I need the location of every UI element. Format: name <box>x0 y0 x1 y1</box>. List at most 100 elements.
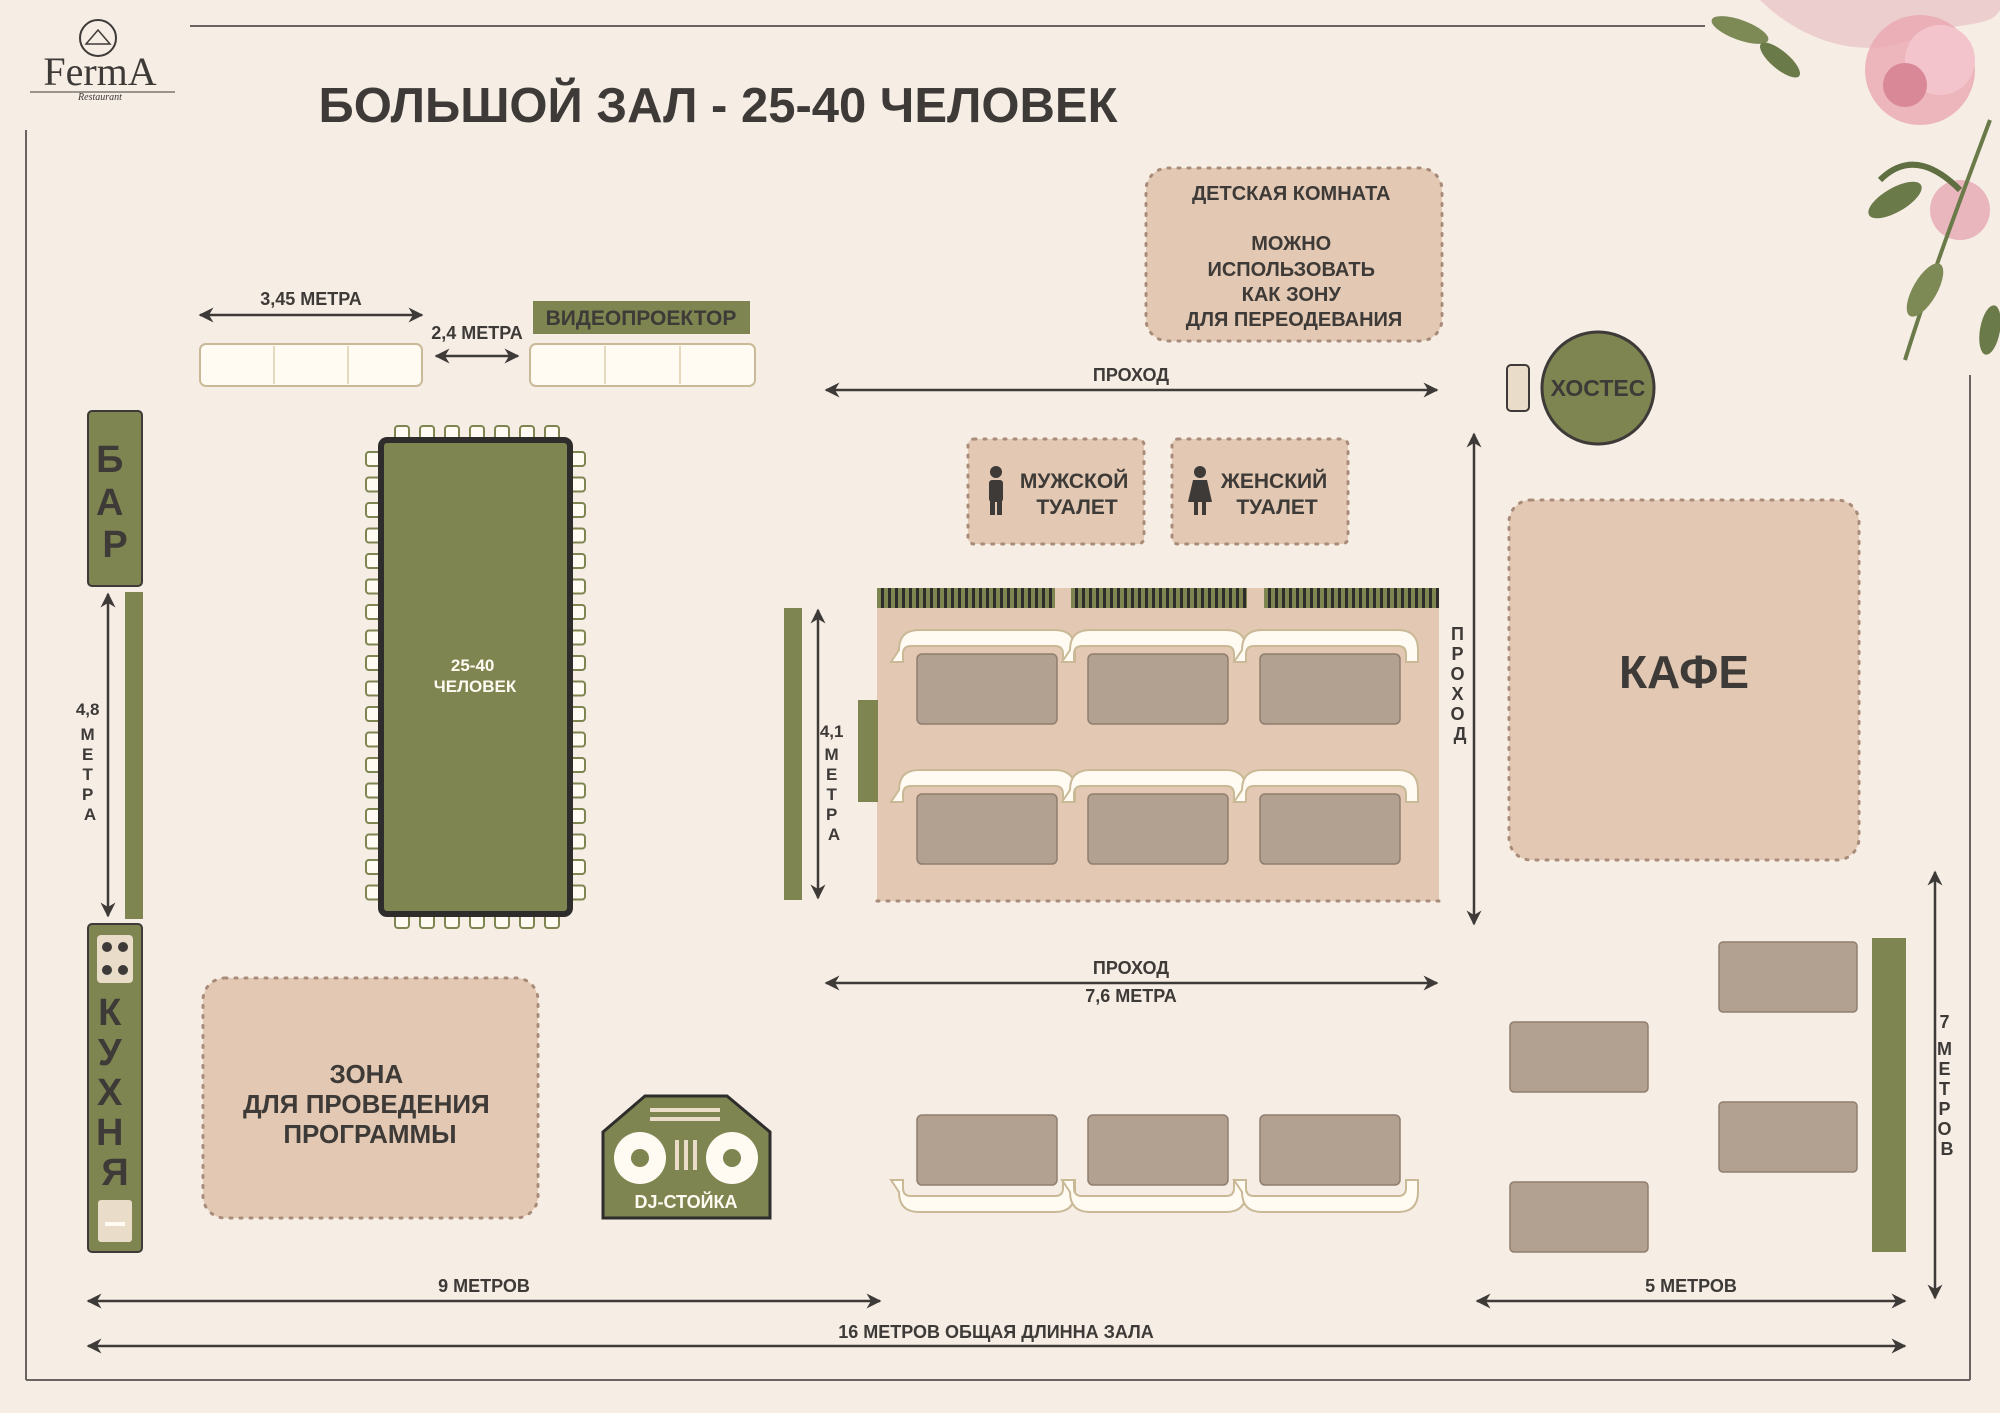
side-table <box>1509 1181 1649 1253</box>
booth-table <box>1087 793 1229 865</box>
page-frame <box>25 25 1971 1381</box>
window-grid-bar <box>1429 588 1432 608</box>
booth-table <box>1259 653 1401 725</box>
side-table <box>1509 1021 1649 1093</box>
window-grid-bar <box>909 588 912 608</box>
booth-table <box>1087 653 1229 725</box>
dim-bar-kitchen: 4,8 М Е Т Р А <box>76 592 116 918</box>
window-grid-bar <box>1021 588 1024 608</box>
svg-text:4,8 М Е Т: 4,8 М Е Т Р А <box>76 700 104 824</box>
window-grid-bar <box>1243 588 1246 608</box>
booth-sofa <box>1060 769 1247 803</box>
window-grid-bar <box>1103 588 1106 608</box>
stove-icon <box>97 935 133 983</box>
booth-sofa <box>1060 629 1247 663</box>
booth-table <box>916 793 1058 865</box>
booth-wall-ledge <box>858 700 878 802</box>
woman-icon <box>1188 466 1212 515</box>
window-grid-bar <box>1075 588 1078 608</box>
window-grid-bar <box>1159 588 1162 608</box>
booth-sofa <box>889 629 1076 663</box>
dim-sofa-left: 3,45 МЕТРА <box>198 289 424 323</box>
svg-text:4,1 М Е Т: 4,1 М Е Т Р А <box>820 722 848 844</box>
window-grid-bar <box>895 588 898 608</box>
dim-passage-top: ПРОХОД <box>824 365 1439 398</box>
window-grid-bar <box>937 588 940 608</box>
svg-text:3,45 МЕТРА: 3,45 МЕТРА <box>260 289 361 309</box>
window-grid-bar <box>1275 588 1278 608</box>
side-table <box>1718 941 1858 1013</box>
booth-sofa <box>1232 1179 1419 1213</box>
dim-booths: 4,1 М Е Т Р А <box>810 608 848 900</box>
window-grid-bar <box>1324 588 1327 608</box>
oven-icon <box>98 1200 132 1242</box>
right-tables <box>1509 941 1858 1253</box>
window-grid-bar <box>1194 588 1197 608</box>
main-banquet-table <box>378 437 573 917</box>
window-grid-bar <box>1117 588 1120 608</box>
window-grid-bar <box>1201 588 1204 608</box>
page-title: БОЛЬШОЙ ЗАЛ - 25-40 ЧЕЛОВЕК <box>318 78 1117 133</box>
cafe-label: КАФЕ <box>1619 646 1749 698</box>
svg-text:5 МЕТРОВ: 5 МЕТРОВ <box>1645 1276 1737 1296</box>
window-grid-bar <box>1145 588 1148 608</box>
window-grid-bar <box>930 588 933 608</box>
svg-text:2,4 МЕТРА: 2,4 МЕТРА <box>431 323 522 343</box>
dim-passage-bottom: ПРОХОД 7,6 МЕТРА <box>824 958 1439 1006</box>
svg-text:7,6 МЕТРА: 7,6 МЕТРА <box>1085 986 1176 1006</box>
womens-toilet <box>1170 437 1350 546</box>
booth-sofa <box>1232 629 1419 663</box>
window-grid-bar <box>888 588 891 608</box>
booth-table <box>916 653 1058 725</box>
svg-text:П Р О Х: П Р О Х О Д <box>1450 624 1469 744</box>
window-grid-bar <box>1042 588 1045 608</box>
window-grid-bar <box>1215 588 1218 608</box>
mens-toilet-label: МУЖСКОЙ ТУАЛЕТ <box>1020 469 1134 519</box>
window-grid-bar <box>1310 588 1313 608</box>
window-grid-bar <box>1289 588 1292 608</box>
mens-toilet <box>966 437 1146 546</box>
flower-decoration <box>1711 0 2000 361</box>
cafe-zone <box>1507 498 1861 862</box>
dim-right-width: 5 МЕТРОВ <box>1475 1276 1907 1309</box>
booth-sofa <box>1060 1179 1247 1213</box>
videoprojector-bar <box>533 301 750 334</box>
window-grid-bar <box>1387 588 1390 608</box>
main-table-label: 25-40 ЧЕЛОВЕК <box>434 656 517 696</box>
window-grid-bar <box>979 588 982 608</box>
window-grid-bar <box>1089 588 1092 608</box>
window-grid-bar <box>1187 588 1190 608</box>
window-grid-bar <box>902 588 905 608</box>
window-grid-bar <box>916 588 919 608</box>
svg-text:ПРОХОД: ПРОХОД <box>1093 365 1169 385</box>
window-grid-bar <box>1408 588 1411 608</box>
bottom-booths <box>889 1114 1419 1213</box>
window-grid-bar <box>1422 588 1425 608</box>
window-grid-bar <box>1222 588 1225 608</box>
window-grid-bar <box>1035 588 1038 608</box>
window-grid-bar <box>1296 588 1299 608</box>
dim-gap: 2,4 МЕТРА <box>431 323 523 364</box>
svg-text:16 МЕТРОВ ОБЩАЯ ДЛИННА ЗАЛА: 16 МЕТРОВ ОБЩАЯ ДЛИННА ЗАЛА <box>838 1322 1154 1342</box>
window-grid-bar <box>1082 588 1085 608</box>
program-zone <box>201 976 540 1220</box>
window-grid-bar <box>1028 588 1031 608</box>
window-grid-bar <box>881 588 884 608</box>
kitchen <box>87 923 143 1253</box>
booth-table <box>1259 1114 1401 1186</box>
booth-sofa <box>889 769 1076 803</box>
booth-sofa <box>1232 769 1419 803</box>
bar-kitchen-strip <box>125 592 143 919</box>
side-table <box>1718 1101 1858 1173</box>
window-grid-bar <box>1394 588 1397 608</box>
window-grid-bar <box>1436 588 1439 608</box>
dim-passage-vertical: П Р О Х О Д <box>1450 432 1482 926</box>
window-grid-bar <box>1014 588 1017 608</box>
window-grid-bar <box>1380 588 1383 608</box>
svg-text:9 МЕТРОВ: 9 МЕТРОВ <box>438 1276 530 1296</box>
window-grid-bar <box>1331 588 1334 608</box>
window-grid-bar <box>1282 588 1285 608</box>
window-grid-bar <box>1268 588 1271 608</box>
svg-text:ПРОХОД: ПРОХОД <box>1093 958 1169 978</box>
window-grid-bar <box>951 588 954 608</box>
